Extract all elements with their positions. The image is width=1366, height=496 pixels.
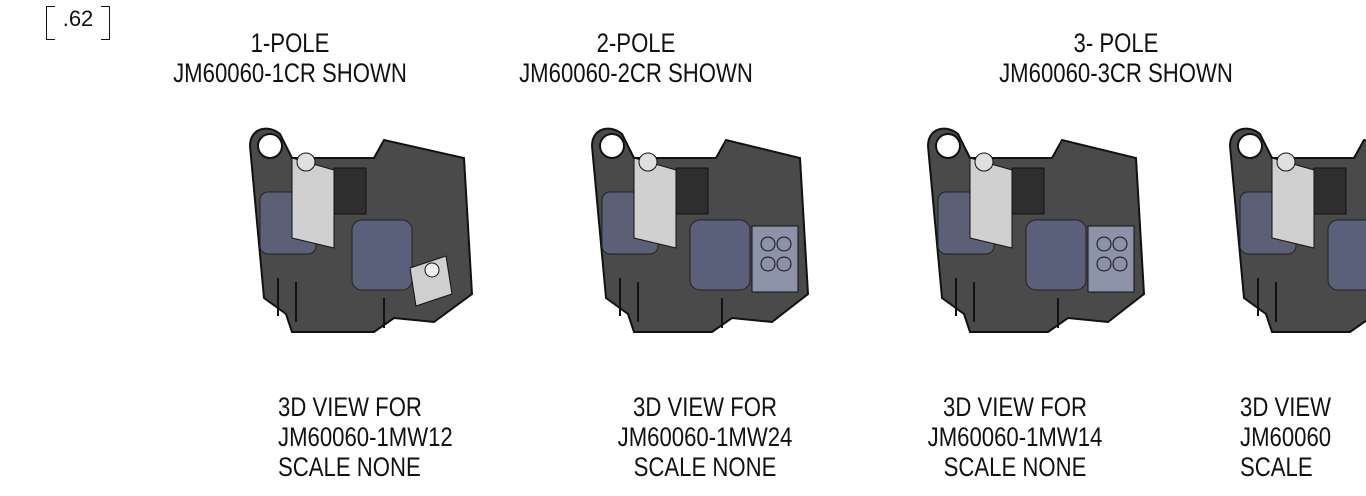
caption-line3: SCALE NONE: [943, 452, 1087, 482]
fuse-block-partial-view: [1214, 118, 1366, 338]
fuse-block-1pole-view: [234, 118, 494, 338]
caption-line3: SCALE NONE: [278, 452, 421, 482]
group-title-2: 2-POLE JM60060-2CR SHOWN: [513, 28, 759, 88]
caption-line2: JM60060-1MW12: [278, 422, 453, 452]
caption-line2: JM60060-1MW24: [617, 422, 793, 452]
group-title-line2: JM60060-2CR SHOWN: [519, 58, 753, 88]
fuse-block-3pole-drawing: [926, 127, 1146, 333]
fuse-block-2pole-view: [576, 118, 836, 338]
view-caption-1: 3D VIEW FOR JM60060-1MW12 SCALE NONE: [278, 392, 453, 482]
caption-line2: JM60060-1MW14: [927, 422, 1103, 452]
group-title-line2: JM60060-3CR SHOWN: [999, 58, 1233, 88]
caption-line1: 3D VIEW FOR: [633, 392, 777, 422]
group-title-3: 3- POLE JM60060-3CR SHOWN: [993, 28, 1239, 88]
fuse-block-1pole-drawing: [248, 127, 474, 333]
caption-line2: JM60060: [1240, 422, 1332, 452]
group-title-line1: 1-POLE: [250, 28, 330, 58]
dimension-label-box: .62: [46, 4, 110, 40]
group-title-line1: 2-POLE: [596, 28, 676, 58]
bracket-right: [101, 6, 110, 40]
dimension-value: .62: [62, 6, 94, 31]
caption-line1: 3D VIEW FOR: [278, 392, 422, 422]
view-caption-4: 3D VIEW JM60060 SCALE: [1240, 392, 1331, 482]
fuse-block-2pole-drawing: [590, 127, 810, 333]
caption-line3: SCALE: [1240, 452, 1313, 482]
caption-line1: 3D VIEW FOR: [943, 392, 1087, 422]
group-title-1: 1-POLE JM60060-1CR SHOWN: [167, 28, 413, 88]
caption-line3: SCALE NONE: [633, 452, 777, 482]
group-title-line2: JM60060-1CR SHOWN: [173, 58, 407, 88]
view-caption-2: 3D VIEW FOR JM60060-1MW24 SCALE NONE: [562, 392, 849, 482]
group-title-line1: 3- POLE: [1073, 28, 1159, 58]
caption-line1: 3D VIEW: [1240, 392, 1332, 422]
fuse-block-partial-drawing: [1228, 127, 1366, 333]
fuse-block-3pole-view: [912, 118, 1172, 338]
bracket-left: [46, 6, 55, 40]
view-caption-3: 3D VIEW FOR JM60060-1MW14 SCALE NONE: [872, 392, 1159, 482]
